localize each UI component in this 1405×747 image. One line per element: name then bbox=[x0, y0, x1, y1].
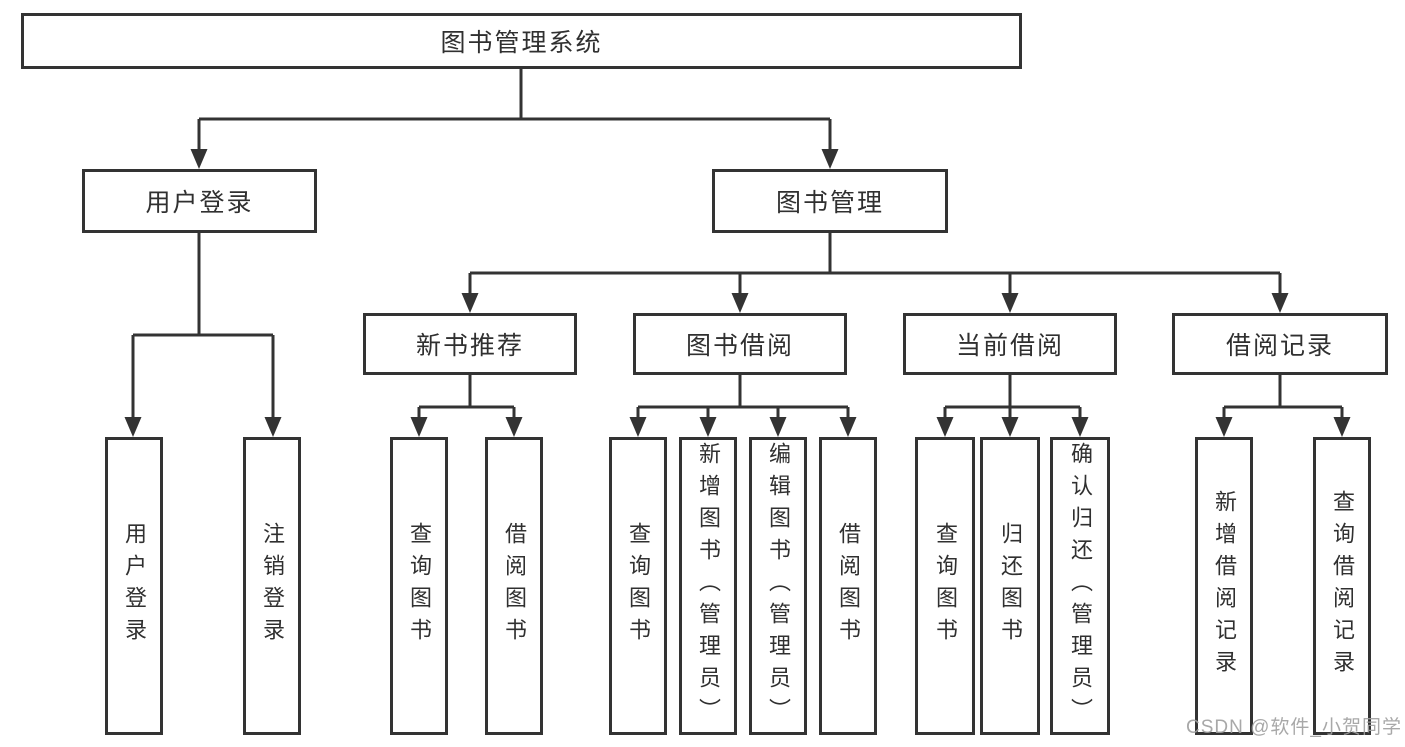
node-book-borrow: 图书借阅 bbox=[633, 313, 847, 375]
leaf-query-borrow-record: 查询借阅记录 bbox=[1313, 437, 1371, 735]
leaf-logout: 注销登录 bbox=[243, 437, 301, 735]
leaf-borrow-books-recommend: 借阅图书 bbox=[485, 437, 543, 735]
node-user-login: 用户登录 bbox=[82, 169, 317, 233]
leaf-query-books-current: 查询图书 bbox=[915, 437, 975, 735]
leaf-edit-book-admin: 编辑图书（管理员） bbox=[749, 437, 807, 735]
leaf-return-books: 归还图书 bbox=[980, 437, 1040, 735]
leaf-confirm-return-admin: 确认归还（管理员） bbox=[1050, 437, 1110, 735]
arrowheads bbox=[124, 149, 1351, 437]
node-borrow-records: 借阅记录 bbox=[1172, 313, 1388, 375]
connector-current-borrow-children bbox=[943, 375, 1082, 419]
node-new-book-recommend: 新书推荐 bbox=[363, 313, 577, 375]
node-current-borrow: 当前借阅 bbox=[903, 313, 1117, 375]
connector-new-book-children bbox=[417, 375, 516, 419]
node-root: 图书管理系统 bbox=[21, 13, 1022, 69]
connector-root-to-level2 bbox=[197, 69, 832, 151]
leaf-add-borrow-record: 新增借阅记录 bbox=[1195, 437, 1253, 735]
connector-book-borrow-children bbox=[636, 375, 850, 419]
connector-book-mgmt-children bbox=[468, 233, 1282, 295]
node-book-management: 图书管理 bbox=[712, 169, 948, 233]
connector-user-login-children bbox=[131, 233, 275, 419]
leaf-query-books-borrow: 查询图书 bbox=[609, 437, 667, 735]
leaf-add-book-admin: 新增图书（管理员） bbox=[679, 437, 737, 735]
leaf-query-books-recommend: 查询图书 bbox=[390, 437, 448, 735]
leaf-borrow-books: 借阅图书 bbox=[819, 437, 877, 735]
leaf-user-login: 用户登录 bbox=[105, 437, 163, 735]
csdn-watermark: CSDN @软件_小贺同学 bbox=[1186, 717, 1402, 738]
connector-borrow-records-children bbox=[1222, 375, 1344, 419]
